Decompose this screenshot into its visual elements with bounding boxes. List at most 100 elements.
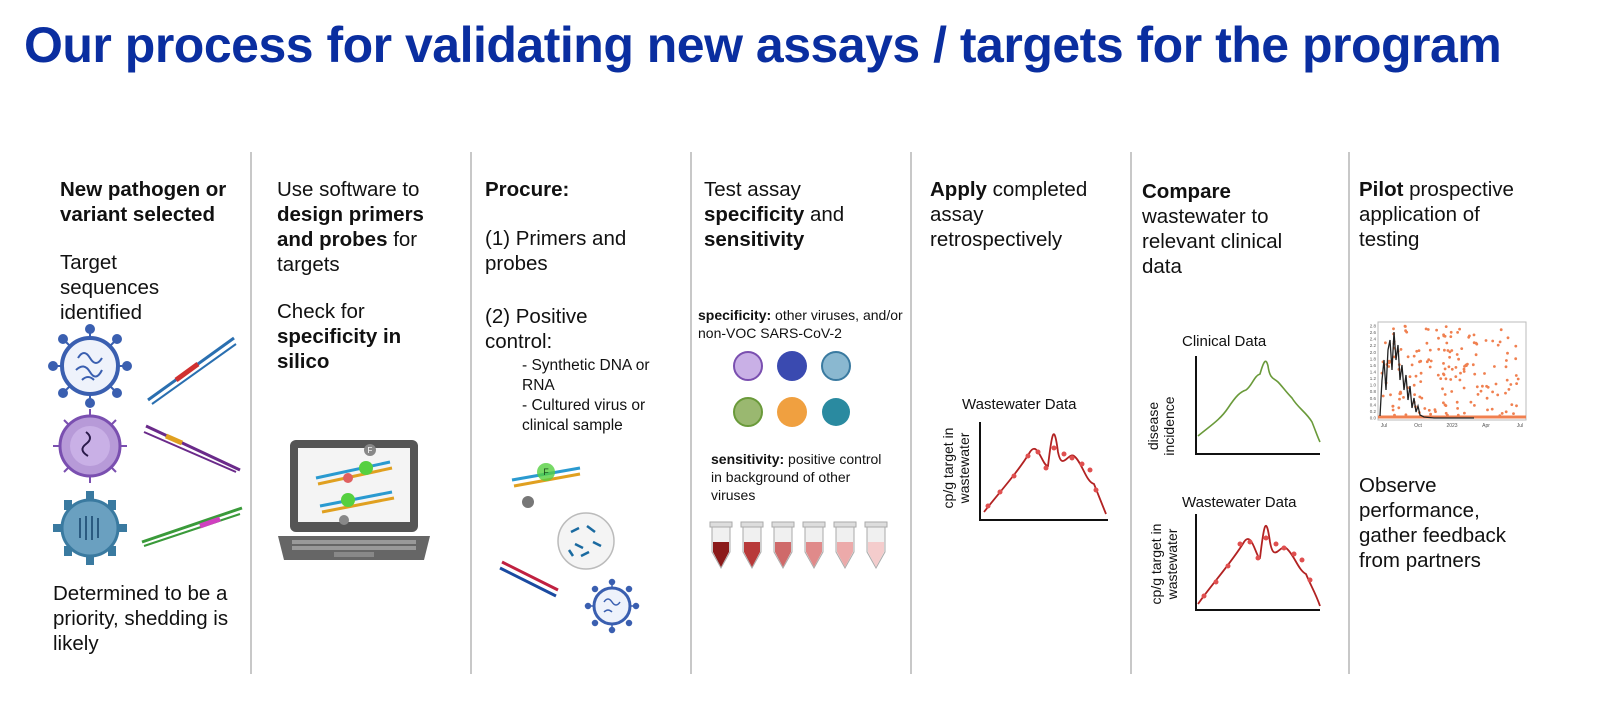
col3-item1: (1) Primers and probes — [485, 226, 655, 276]
sample-point — [1444, 368, 1447, 371]
y-tick-label: 0.6 — [1370, 396, 1377, 401]
sample-point — [1392, 409, 1395, 412]
col1-footer: Determined to be a priority, shedding is… — [53, 581, 248, 656]
col4-bold1: specificity — [704, 203, 804, 226]
y-tick-label: 0.4 — [1370, 402, 1377, 407]
y-tick-label: 0.2 — [1370, 409, 1377, 414]
divider — [250, 152, 252, 674]
col2-paragraph2: Check for specificity in silico — [277, 299, 457, 374]
sample-point — [1459, 379, 1462, 382]
sample-point — [1491, 340, 1494, 343]
sample-point — [1456, 353, 1459, 356]
sample-point — [1475, 353, 1478, 356]
col7-footer: Observe performance, gather feedback fro… — [1359, 473, 1534, 573]
sample-point — [1434, 408, 1437, 411]
sample-point — [1413, 355, 1416, 358]
sample-point — [1472, 363, 1475, 366]
sample-point — [1499, 341, 1502, 344]
sample-point — [1463, 412, 1466, 415]
y-tick-label: 0.0 — [1370, 416, 1377, 421]
sample-point — [1413, 393, 1416, 396]
pilot-timeseries-chart: 2.82.62.42.22.01.81.61.41.21.00.80.60.40… — [1364, 320, 1528, 432]
sample-point — [1449, 335, 1452, 338]
sample-point — [1419, 360, 1422, 363]
col3-sub2: - Cultured virus or clinical sample — [522, 396, 667, 436]
dna-strand-icon — [500, 560, 560, 596]
divider — [1130, 152, 1132, 674]
col4-pre: Test assay — [704, 178, 801, 201]
dna-in-tube-icon — [557, 512, 615, 570]
sample-point — [1451, 368, 1454, 371]
sample-point — [1429, 366, 1432, 369]
sample-point — [1512, 412, 1515, 415]
virus-icon — [52, 490, 128, 566]
sample-point — [1398, 398, 1401, 401]
sample-point — [1435, 329, 1438, 332]
specificity-bold: specificity: — [698, 307, 771, 323]
sample-point — [1456, 331, 1459, 334]
sample-point — [1470, 401, 1473, 404]
tube — [803, 522, 825, 568]
sample-point — [1419, 380, 1422, 383]
sample-point — [1486, 409, 1489, 412]
divider — [690, 152, 692, 674]
sample-point — [1473, 334, 1476, 337]
wastewater-points — [986, 446, 1099, 509]
sample-point — [1384, 341, 1387, 344]
sample-point — [1444, 393, 1447, 396]
tube — [710, 522, 732, 568]
sample-point — [1415, 350, 1418, 353]
col1-subtext: Target sequences identified — [60, 250, 210, 325]
sensitivity-bold: sensitivity: — [711, 451, 784, 467]
probe-label: F — [543, 467, 549, 477]
sample-point — [1442, 335, 1445, 338]
sample-point — [1420, 372, 1423, 375]
col3-heading: Procure: — [485, 177, 569, 202]
sample-point — [1506, 379, 1509, 382]
sample-point — [1456, 401, 1459, 404]
specificity-note: specificity: other viruses, and/or non-V… — [698, 306, 903, 342]
sample-point — [1456, 407, 1459, 410]
sample-point — [1514, 345, 1517, 348]
virus-icon — [52, 408, 128, 484]
x-tick-label: Jul — [1517, 423, 1523, 429]
y-tick-label: 2.0 — [1370, 350, 1377, 355]
sample-point — [1473, 404, 1476, 407]
probe-label: F — [368, 446, 373, 455]
sample-point — [1501, 412, 1504, 415]
sample-point — [1423, 407, 1426, 410]
sample-point — [1427, 358, 1430, 361]
sample-point — [1486, 397, 1489, 400]
y-tick-label: 2.6 — [1370, 330, 1377, 335]
wastewater-chart2 — [1194, 514, 1322, 612]
divider — [910, 152, 912, 674]
sample-point — [1500, 328, 1503, 331]
sample-point — [1429, 349, 1432, 352]
wastewater2-points — [1202, 536, 1313, 599]
sample-point — [1510, 403, 1513, 406]
sample-point — [1491, 408, 1494, 411]
sample-point — [1389, 393, 1392, 396]
y-tick-label: 0.8 — [1370, 389, 1377, 394]
y-tick-label: 1.4 — [1370, 370, 1377, 375]
sample-point — [1509, 383, 1512, 386]
sample-point — [1508, 388, 1511, 391]
sample-point — [1515, 374, 1518, 377]
x-tick-label: Oct — [1414, 423, 1422, 429]
wastewater-chart-ylabel: cp/g target in wastewater — [940, 408, 972, 528]
sample-point — [1450, 390, 1453, 393]
tube — [834, 522, 856, 568]
sample-point — [1382, 395, 1385, 398]
dilution-tubes — [708, 522, 894, 572]
col6-bold: Compare — [1142, 180, 1231, 203]
sample-point — [1454, 375, 1457, 378]
sample-point — [1497, 344, 1500, 347]
sample-point — [1426, 342, 1429, 345]
sample-point — [1400, 348, 1403, 351]
sample-point — [1460, 347, 1463, 350]
sample-point — [1448, 365, 1451, 368]
wastewater-chart — [978, 422, 1110, 522]
sample-point — [1392, 327, 1395, 330]
wastewater2-curve — [1198, 526, 1320, 606]
sample-point — [1449, 351, 1452, 354]
